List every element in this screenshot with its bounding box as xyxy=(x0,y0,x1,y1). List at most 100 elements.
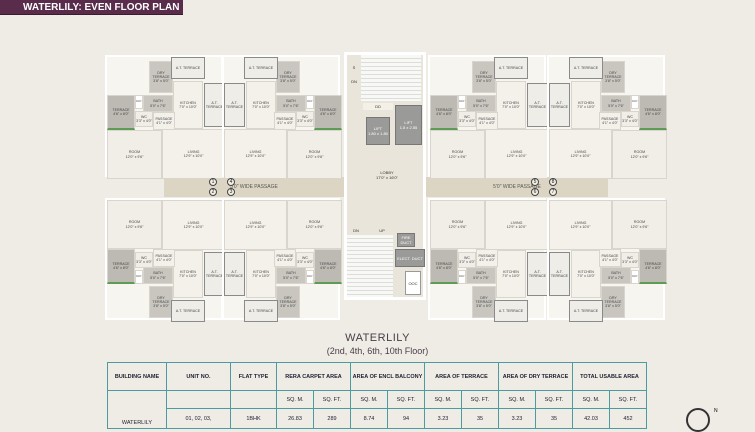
unit-header: SQ. FT. xyxy=(535,390,573,409)
room-label: LIVING xyxy=(510,220,523,225)
unit-number-badge: 5 xyxy=(531,178,539,186)
stair-label-up: UP xyxy=(379,227,385,233)
room-label: 3'3" x 4'0" xyxy=(136,119,152,123)
room-label: BATH xyxy=(476,99,486,104)
room-label: PASSAGE xyxy=(276,116,294,121)
room-label: DUCT xyxy=(306,99,314,104)
room-label: KITCHEN xyxy=(253,100,269,105)
room-label: A.T. TERRACE xyxy=(205,100,224,109)
room-label: 4'6" x 8'0" xyxy=(436,112,452,116)
room-duct: DUCT xyxy=(135,95,143,109)
lift-2-size: 1.5 x 2.55 xyxy=(399,125,418,130)
cell-empty xyxy=(166,390,231,409)
room-label: TERRACE xyxy=(319,261,337,266)
room-at-top: A.T. TERRACE xyxy=(244,57,278,79)
room-label: LIVING xyxy=(249,149,262,154)
room-label: 5'0" x 7'6" xyxy=(283,275,299,280)
room-at-top: A.T. TERRACE xyxy=(171,300,205,322)
th-building: BUILDING NAME xyxy=(107,362,167,391)
room-label: 12'0" x 9'6" xyxy=(125,224,144,229)
room-at-side: A.T. TERRACE xyxy=(224,252,245,296)
room-label: TERRACE xyxy=(319,107,337,112)
room-label: 7'0" x 10'0" xyxy=(252,274,270,278)
passage-right: 5'0" WIDE PASSAGE xyxy=(426,177,608,197)
room-label: 7'0" x 10'0" xyxy=(577,105,595,109)
room-duct: DUCT xyxy=(631,270,639,284)
room-label: 12'0" x 9'6" xyxy=(630,224,649,229)
th-dry-terrace: AREA OF DRY TERRACE xyxy=(498,362,573,391)
th-total: TOTAL USABLE AREA xyxy=(572,362,647,391)
room-label: BATH xyxy=(611,271,621,276)
room-label: 12'0" x 9'6" xyxy=(448,154,467,159)
room-at-top: A.T. TERRACE xyxy=(494,300,528,322)
room-label: 3'3" x 4'0" xyxy=(136,260,152,264)
room-label: WC xyxy=(302,114,308,119)
room-label: DRY TERRACE xyxy=(475,295,493,304)
north-compass-icon: N xyxy=(686,408,718,432)
room-at-top: A.T. TERRACE xyxy=(569,300,603,322)
room-label: A.T. TERRACE xyxy=(248,308,274,313)
room-label: A.T. TERRACE xyxy=(498,65,524,70)
room-at-side: A.T. TERRACE xyxy=(224,83,245,127)
room-label: KITCHEN xyxy=(253,269,269,274)
room-label: 4'1" x 4'0" xyxy=(479,258,495,262)
unit-number-badge: 7 xyxy=(549,188,557,196)
room-label: PASSAGE xyxy=(155,253,173,258)
unit-number-badge: 6 xyxy=(531,188,539,196)
room-label: A.T. TERRACE xyxy=(550,100,569,109)
lift-1-label: LIFT xyxy=(373,126,383,131)
room-label: 3'8" x 5'0" xyxy=(605,79,621,84)
room-label: 4'1" x 4'0" xyxy=(156,121,172,125)
room-label: 3'8" x 5'0" xyxy=(280,79,296,84)
unit-number-badge: 1 xyxy=(209,178,217,186)
room-label: A.T. TERRACE xyxy=(528,269,547,278)
room-label: ROOM xyxy=(633,150,646,155)
room-label: 3'8" x 5'0" xyxy=(476,79,492,84)
room-label: 4'6" x 8'0" xyxy=(436,266,452,270)
room-label: TERRACE xyxy=(112,261,130,266)
room-label: 5'0" x 7'6" xyxy=(608,275,624,280)
room-label: DUCT xyxy=(135,274,143,279)
room-at-top: A.T. TERRACE xyxy=(171,57,205,79)
room-at-side: A.T. TERRACE xyxy=(549,83,570,127)
room-label: 3'8" x 5'0" xyxy=(153,79,169,84)
room-label: TERRACE xyxy=(644,261,662,266)
room-duct: DUCT xyxy=(458,95,466,109)
room-label: A.T. TERRACE xyxy=(225,269,244,278)
room-label: A.T. TERRACE xyxy=(573,308,599,313)
room-label: 4'6" x 8'0" xyxy=(320,112,336,116)
room-label: WC xyxy=(627,114,633,119)
room-label: ROOM xyxy=(308,150,321,155)
room-label: 12'0" x 9'6" xyxy=(448,224,467,229)
unit-number-badge: 2 xyxy=(209,188,217,196)
room-label: DRY TERRACE xyxy=(475,70,493,79)
cell-empty xyxy=(230,390,277,409)
room-label: WC xyxy=(141,114,147,119)
ooc-label: OOC xyxy=(405,271,421,295)
unit-number-badge: 8 xyxy=(549,178,557,186)
room-label: 7'0" x 10'0" xyxy=(577,274,595,278)
